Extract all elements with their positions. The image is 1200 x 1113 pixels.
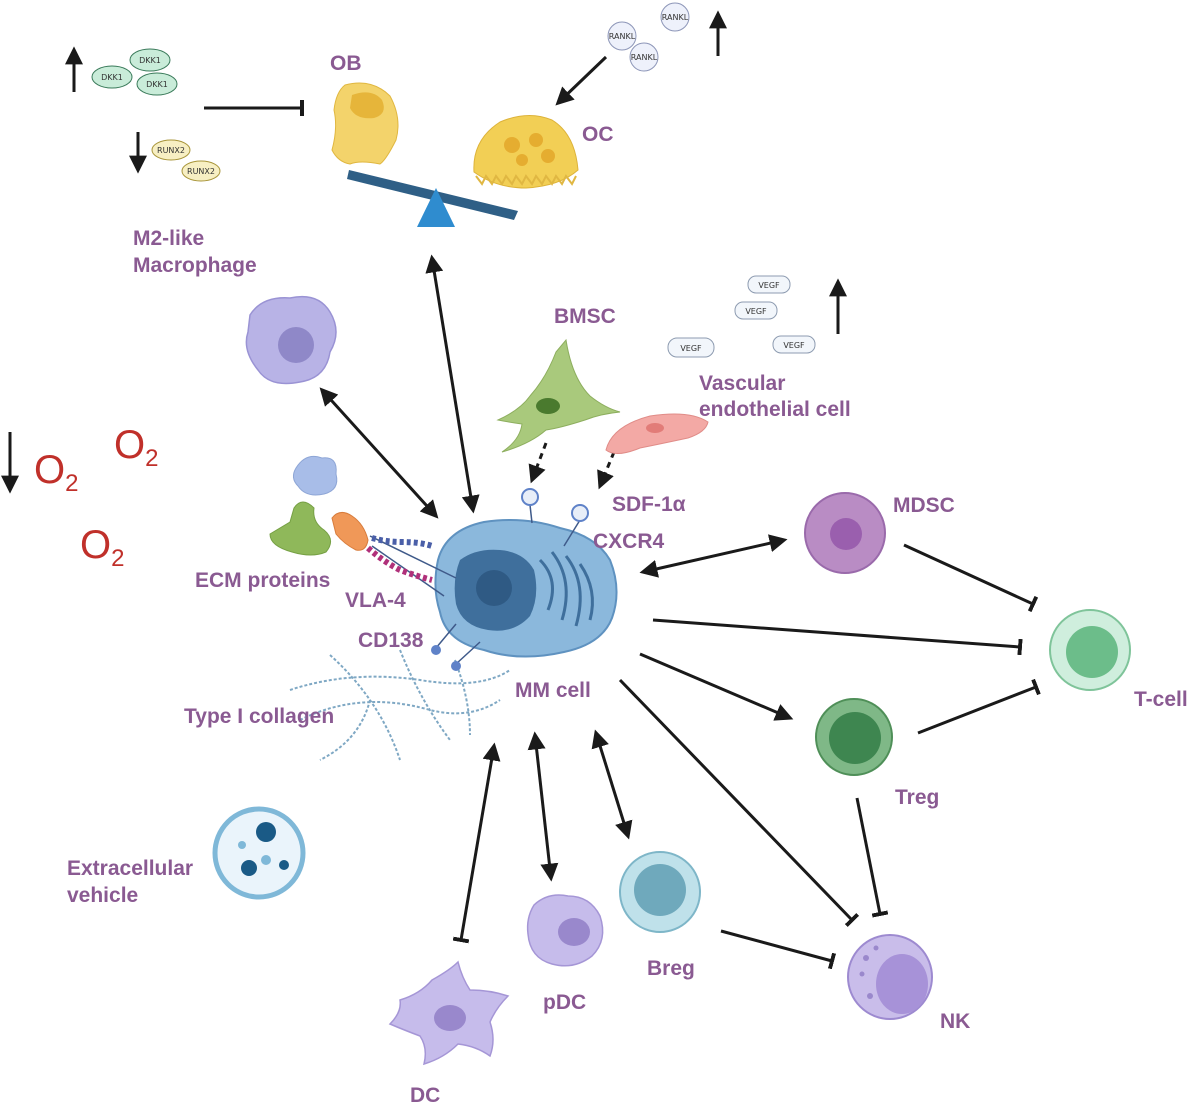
treg-cell <box>815 698 893 776</box>
oxygen-symbols: O2 O2 O2 <box>34 423 158 572</box>
ecm-proteins-label: ECM proteins <box>195 569 330 592</box>
vegf-text: VEGF <box>745 307 767 316</box>
extracellular-vesicle <box>212 806 306 900</box>
rankl-text: RANKL <box>609 32 636 41</box>
vascular-label-line2: endothelial cell <box>699 398 851 421</box>
nk-cell <box>847 934 933 1020</box>
cd138-label: CD138 <box>358 629 424 652</box>
interaction-lines <box>1 10 1041 970</box>
type1-collagen-label: Type I collagen <box>184 705 334 728</box>
mm-cell <box>366 488 618 671</box>
o2-symbol: O2 <box>34 448 78 497</box>
pdc-label: pDC <box>543 991 586 1014</box>
mm-bone-balance-arrow <box>425 254 480 514</box>
vegf-text: VEGF <box>758 281 780 290</box>
mm-mdsc-arrow <box>639 534 788 578</box>
vegf-molecules: VEGF VEGF VEGF VEGF <box>667 275 816 358</box>
bmsc-sdf1-dashed-arrow <box>528 442 548 484</box>
osteoblast-cell <box>331 82 399 165</box>
rankl-text: RANKL <box>662 13 689 22</box>
ob-label: OB <box>330 52 362 75</box>
m2-macrophage-cell <box>245 295 337 385</box>
nk-label: NK <box>940 1010 970 1033</box>
m2-macrophage-label-line2: Macrophage <box>133 254 257 277</box>
mm-inhibits-tcell-line <box>652 618 1023 656</box>
vegf-text: VEGF <box>783 341 805 350</box>
mm-treg-arrow <box>639 652 794 721</box>
mdsc-inhibits-tcell-line <box>903 543 1039 613</box>
dkk1-molecules: DKK1 DKK1 DKK1 <box>91 48 178 96</box>
mm-breg-arrow <box>591 729 633 840</box>
breg-cell <box>619 851 701 933</box>
oc-label: OC <box>582 123 614 146</box>
treg-label: Treg <box>895 786 939 809</box>
macrophage-mm-arrow <box>319 387 439 519</box>
mm-pdc-arrow <box>527 731 559 882</box>
osteoclast-cell <box>473 115 579 189</box>
endothelial-sdf1-dashed-arrow <box>597 451 616 490</box>
t-cell <box>1049 609 1131 691</box>
runx2-molecules: RUNX2 RUNX2 <box>151 139 221 182</box>
ev-label-line2: vehicle <box>67 884 138 907</box>
breg-label: Breg <box>647 957 695 980</box>
dc-label: DC <box>410 1084 440 1107</box>
rankl-molecules: RANKL RANKL RANKL <box>607 2 690 72</box>
endothelial-cell <box>605 413 709 454</box>
treg-inhibits-tcell-line <box>917 678 1041 735</box>
sdf1a-label: SDF-1α <box>612 493 686 516</box>
rankl-text: RANKL <box>631 53 658 62</box>
vascular-label-line1: Vascular <box>699 372 785 395</box>
treg-inhibits-nk-line <box>855 797 889 918</box>
o2-symbol: O2 <box>114 423 158 472</box>
runx2-text: RUNX2 <box>187 167 215 176</box>
ev-label-line1: Extracellular <box>67 857 193 880</box>
bmsc-label: BMSC <box>554 305 616 328</box>
t-cell-label: T-cell <box>1134 688 1188 711</box>
ecm-proteins-shapes <box>269 455 369 556</box>
vegf-text: VEGF <box>680 344 702 353</box>
labels: OB OC M2-like Macrophage BMSC Vascular e… <box>67 52 1188 1107</box>
runx2-text: RUNX2 <box>157 146 185 155</box>
mm-cell-label: MM cell <box>515 679 591 702</box>
dc-mm-line <box>452 742 501 944</box>
breg-inhibits-nk-line <box>720 929 837 970</box>
dkk1-text: DKK1 <box>139 56 161 65</box>
dc-cell <box>388 960 510 1066</box>
mdsc-label: MDSC <box>893 494 955 517</box>
m2-macrophage-label-line1: M2-like <box>133 227 204 250</box>
bone-balance-seesaw <box>347 170 518 227</box>
o2-symbol: O2 <box>80 523 124 572</box>
pdc-cell <box>526 894 604 967</box>
rankl-to-oc-arrow <box>555 55 608 106</box>
vla4-label: VLA-4 <box>345 589 406 612</box>
dkk1-text: DKK1 <box>101 73 123 82</box>
mdsc-cell <box>804 492 886 574</box>
cxcr4-label: CXCR4 <box>593 530 665 553</box>
mm-inhibits-nk-line <box>618 678 860 927</box>
bmsc-cell <box>496 338 621 453</box>
dkk1-text: DKK1 <box>146 80 168 89</box>
